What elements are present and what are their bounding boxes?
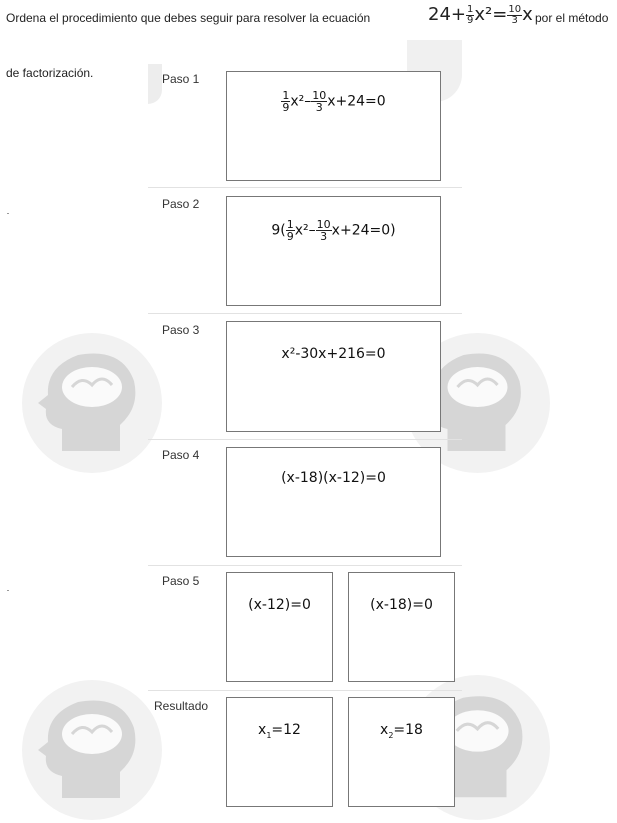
step-box-paso5-left[interactable]: (x-12)=0 xyxy=(226,572,333,682)
watermark-brain-head-icon xyxy=(22,680,162,820)
step-box-paso3[interactable]: x²-30x+216=0 xyxy=(226,321,441,432)
step-label-paso3: Paso 3 xyxy=(162,323,200,337)
step-box-resultado-left[interactable]: x1=12 xyxy=(226,697,333,807)
step-expression-paso3: x²-30x+216=0 xyxy=(281,346,386,362)
step-label-paso4: Paso 4 xyxy=(162,448,200,462)
divider-dot xyxy=(7,590,9,591)
step-label-paso5: Paso 5 xyxy=(162,574,200,588)
step-label-paso2: Paso 2 xyxy=(162,197,200,211)
step-box-paso4[interactable]: (x-18)(x-12)=0 xyxy=(226,447,441,557)
equation-tail: x xyxy=(522,4,533,25)
step-expression-paso4: (x-18)(x-12)=0 xyxy=(281,470,386,486)
step-label-paso1: Paso 1 xyxy=(162,72,200,86)
step-label-resultado: Resultado xyxy=(154,699,209,713)
row-separator xyxy=(148,690,462,691)
row-separator xyxy=(148,565,462,566)
step-expression-paso5-left: (x-12)=0 xyxy=(248,597,311,613)
instruction-after-equation: por el método xyxy=(535,11,609,25)
row-separator xyxy=(148,313,462,314)
equation-lead: 24+ xyxy=(428,4,466,25)
row-separator xyxy=(148,187,462,188)
instruction-line1: Ordena el procedimiento que debes seguir… xyxy=(6,11,371,25)
watermark-fragment-icon xyxy=(148,64,162,104)
row-separator xyxy=(148,439,462,440)
divider-dot xyxy=(7,213,9,214)
result-expression-left: x1=12 xyxy=(258,722,301,740)
step-box-resultado-right[interactable]: x2=18 xyxy=(348,697,455,807)
result-expression-right: x2=18 xyxy=(380,722,423,740)
instruction-line2: de factorización. xyxy=(6,66,94,80)
step-box-paso5-right[interactable]: (x-18)=0 xyxy=(348,572,455,682)
watermark-brain-head-icon xyxy=(22,333,162,473)
equation-mid: x²= xyxy=(474,4,508,25)
step-expression-paso5-right: (x-18)=0 xyxy=(370,597,433,613)
